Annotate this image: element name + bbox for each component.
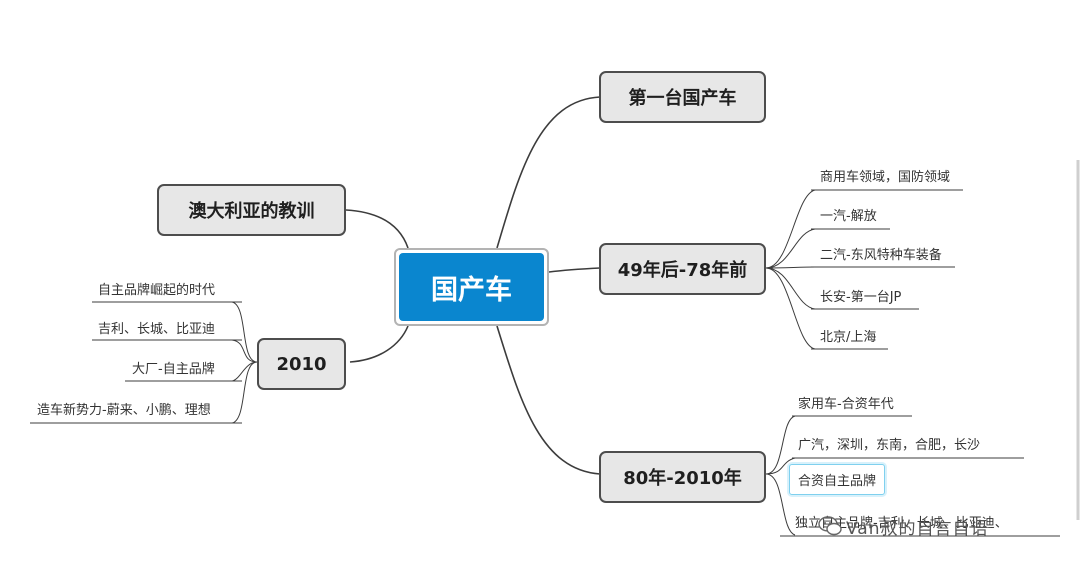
branch-80-2010-label: 80年-2010年 xyxy=(623,468,742,489)
leaf-2010-item[interactable]: 吉利、长城、比亚迪 xyxy=(98,322,216,337)
central-topic[interactable]: 国产车 xyxy=(394,248,549,326)
connector-2010 xyxy=(349,325,409,363)
leaf-80-2010-item[interactable]: 广汽，深圳，东南，合肥，长沙 xyxy=(798,438,981,453)
branch-49-78[interactable]: 49年后-78年前 xyxy=(599,243,766,295)
watermark-text: Van叔的自言自语 xyxy=(846,519,989,539)
branch-first-car-label: 第一台国产车 xyxy=(628,88,737,109)
leaf-2010-item[interactable]: 造车新势力-蔚来、小鹏、理想 xyxy=(37,403,211,418)
connector-leaf-80-0 xyxy=(765,415,796,475)
connector-leaf-80-1 xyxy=(765,457,796,475)
leaf-49-78-item[interactable]: 一汽-解放 xyxy=(820,209,877,224)
leaf-80-2010-item[interactable]: 独立自主品牌-吉利、长城、比亚迪、 xyxy=(795,516,1008,531)
branch-2010-label: 2010 xyxy=(276,353,327,375)
connector-leaf-49-4 xyxy=(765,267,816,350)
connector-leaf-49-1 xyxy=(765,228,816,269)
connector-leaf-2010-3 xyxy=(231,361,258,424)
connector-leaf-2010-2 xyxy=(231,361,258,382)
leaf-49-78-item[interactable]: 北京/上海 xyxy=(820,330,877,345)
leaf-49-78-item[interactable]: 长安-第一台JP xyxy=(820,290,902,305)
branch-80-2010[interactable]: 80年-2010年 xyxy=(599,451,766,503)
branch-australia[interactable]: 澳大利亚的教训 xyxy=(157,184,346,236)
connector-first-car xyxy=(496,96,601,249)
wechat-icon xyxy=(818,516,842,536)
leaf-2010-item[interactable]: 自主品牌崛起的时代 xyxy=(98,283,216,298)
connector-leaf-49-0 xyxy=(765,189,816,269)
leaf-49-78-item[interactable]: 商用车领域，国防领域 xyxy=(820,170,951,185)
leaf-80-2010-item-selected[interactable]: 合资自主品牌 xyxy=(789,464,886,495)
central-topic-label: 国产车 xyxy=(399,253,544,321)
branch-49-78-label: 49年后-78年前 xyxy=(617,260,748,281)
leaf-49-78-item[interactable]: 二汽-东风特种车装备 xyxy=(820,248,942,263)
connector-leaf-2010-0 xyxy=(231,301,258,363)
leaf-80-2010-item[interactable]: 家用车-合资年代 xyxy=(798,397,894,412)
branch-australia-label: 澳大利亚的教训 xyxy=(188,201,315,222)
connector-49-78 xyxy=(548,267,601,273)
connector-leaf-49-3 xyxy=(765,267,816,310)
branch-first-car[interactable]: 第一台国产车 xyxy=(599,71,766,123)
connector-leaf-80-3 xyxy=(765,473,796,536)
connector-leaf-2010-1 xyxy=(231,339,258,363)
connector-australia xyxy=(345,209,409,249)
leaf-2010-item[interactable]: 大厂-自主品牌 xyxy=(132,362,215,377)
connector-80-2010 xyxy=(496,325,601,475)
branch-2010[interactable]: 2010 xyxy=(257,338,346,390)
